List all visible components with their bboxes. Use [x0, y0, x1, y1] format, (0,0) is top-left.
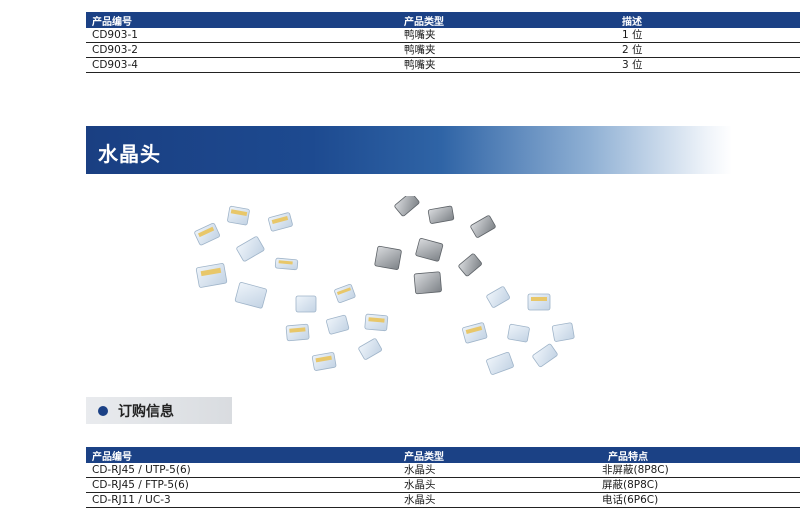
- section-banner: 水晶头: [86, 126, 732, 174]
- table-row: CD903-4 鸭嘴夹 3 位: [86, 57, 800, 73]
- clear-connectors-right: [462, 286, 575, 375]
- table-row: CD903-1 鸭嘴夹 1 位: [86, 28, 800, 43]
- cell-feature: 非屏蔽(8P8C): [530, 463, 800, 478]
- cell-code: CD903-2: [86, 42, 398, 58]
- table-row: CD903-2 鸭嘴夹 2 位: [86, 42, 800, 58]
- table-row: CD-RJ45 / UTP-5(6) 水晶头 非屏蔽(8P8C): [86, 463, 800, 478]
- cell-type: 鸭嘴夹: [398, 42, 530, 58]
- cell-feature: 电话(6P6C): [530, 492, 800, 508]
- cell-feature: 屏蔽(8P8C): [530, 477, 800, 493]
- cell-type: 水晶头: [398, 492, 530, 508]
- table-header-row: 产品编号 产品类型 描述: [86, 12, 800, 28]
- section-title: 订购信息: [118, 404, 174, 420]
- col-header-desc: 描述: [530, 12, 800, 28]
- section-header: 订购信息: [86, 397, 232, 424]
- col-header-feature: 产品特点: [530, 447, 800, 463]
- col-header-code: 产品编号: [86, 12, 398, 28]
- col-header-type: 产品类型: [398, 12, 530, 28]
- ordering-table: 产品编号 产品类型 产品特点 CD-RJ45 / UTP-5(6) 水晶头 非屏…: [86, 447, 800, 508]
- col-header-type: 产品类型: [398, 447, 530, 463]
- cell-desc: 1 位: [530, 28, 800, 43]
- spec-table-clips: 产品编号 产品类型 描述 CD903-1 鸭嘴夹 1 位 CD903-2 鸭嘴夹…: [86, 12, 800, 73]
- cell-code: CD-RJ11 / UC-3: [86, 492, 398, 508]
- table-row: CD-RJ45 / FTP-5(6) 水晶头 屏蔽(8P8C): [86, 477, 800, 493]
- cell-type: 水晶头: [398, 463, 530, 478]
- clear-connectors-bottom: [285, 284, 389, 371]
- cell-type: 鸭嘴夹: [398, 28, 530, 43]
- cell-type: 水晶头: [398, 477, 530, 493]
- product-photo: [194, 196, 575, 375]
- cell-code: CD-RJ45 / FTP-5(6): [86, 477, 398, 493]
- cell-code: CD903-4: [86, 57, 398, 73]
- cell-desc: 2 位: [530, 42, 800, 58]
- banner-title: 水晶头: [98, 142, 161, 166]
- clear-connectors-left: [194, 205, 299, 309]
- table-header-row: 产品编号 产品类型 产品特点: [86, 447, 800, 463]
- cell-code: CD-RJ45 / UTP-5(6): [86, 463, 398, 478]
- cell-code: CD903-1: [86, 28, 398, 43]
- col-header-code: 产品编号: [86, 447, 398, 463]
- bullet-dot-icon: [98, 406, 108, 416]
- cell-type: 鸭嘴夹: [398, 57, 530, 73]
- metal-connectors-center: [374, 196, 496, 295]
- cell-desc: 3 位: [530, 57, 800, 73]
- table-row: CD-RJ11 / UC-3 水晶头 电话(6P6C): [86, 492, 800, 508]
